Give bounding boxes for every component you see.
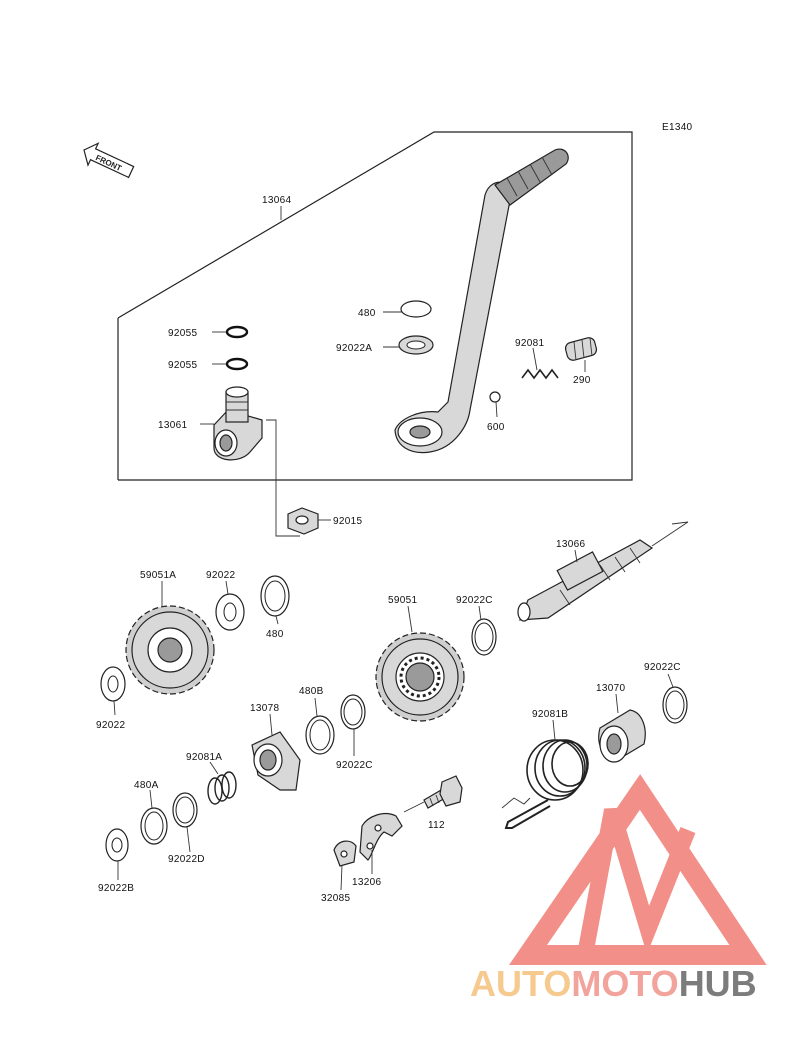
lever-grip xyxy=(494,148,569,206)
label-13064: 13064 xyxy=(262,195,291,206)
guide-13206 xyxy=(359,813,403,861)
gear-59051a xyxy=(125,605,215,695)
label-92022a: 92022A xyxy=(336,343,372,354)
lever-pivot-13061 xyxy=(213,386,263,461)
label-92055-lower: 92055 xyxy=(168,360,197,371)
front-direction-arrow: FRONT xyxy=(83,142,135,179)
label-92015: 92015 xyxy=(333,516,362,527)
label-92022-top: 92022 xyxy=(206,570,235,581)
spring-92081b xyxy=(501,739,589,829)
watermark-auto: AUTO xyxy=(470,963,571,1004)
label-92081a: 92081A xyxy=(186,752,222,763)
label-92081b: 92081B xyxy=(532,709,568,720)
label-13061: 13061 xyxy=(158,420,187,431)
collar-13070 xyxy=(598,709,646,763)
bolt-112 xyxy=(403,775,463,813)
label-92022c-right: 92022C xyxy=(644,662,681,673)
label-480-top: 480 xyxy=(358,308,376,319)
label-92055-upper: 92055 xyxy=(168,328,197,339)
nut-92015 xyxy=(287,507,319,535)
label-480-mid: 480 xyxy=(266,629,284,640)
label-13078: 13078 xyxy=(250,703,279,714)
label-32085: 32085 xyxy=(321,893,350,904)
diagram-code: E1340 xyxy=(662,122,693,133)
plate-32085 xyxy=(333,840,357,867)
kick-shaft-13066 xyxy=(517,521,689,622)
pivot-leader-line xyxy=(266,419,300,537)
label-480a: 480A xyxy=(134,780,159,791)
leader-lines xyxy=(113,206,674,891)
label-92081: 92081 xyxy=(515,338,544,349)
ball-600 xyxy=(489,391,501,403)
label-13066: 13066 xyxy=(556,539,585,550)
label-92022d: 92022D xyxy=(168,854,205,865)
label-13070: 13070 xyxy=(596,683,625,694)
label-13206: 13206 xyxy=(352,877,381,888)
circlip-480-top xyxy=(400,300,432,318)
spring-92081 xyxy=(521,368,559,380)
watermark-logo-icon xyxy=(508,774,767,965)
label-480b: 480B xyxy=(299,686,324,697)
label-600: 600 xyxy=(487,422,505,433)
label-92022b: 92022B xyxy=(98,883,134,894)
label-59051a: 59051A xyxy=(140,570,176,581)
spring-92081a xyxy=(207,771,237,805)
label-59051: 59051 xyxy=(388,595,417,606)
label-92022-left: 92022 xyxy=(96,720,125,731)
watermark-text: AUTOMOTOHUB xyxy=(470,963,757,1004)
label-92022c-mid: 92022C xyxy=(336,760,373,771)
pin-290 xyxy=(564,337,598,361)
label-290: 290 xyxy=(573,375,591,386)
o-ring-92055-upper xyxy=(225,325,249,339)
ratchet-13078 xyxy=(251,731,301,791)
watermark-hub: HUB xyxy=(679,963,757,1004)
label-92022c-top: 92022C xyxy=(456,595,493,606)
watermark-moto: MOTO xyxy=(571,963,678,1004)
kick-lever xyxy=(394,148,569,454)
lever-assembly-frame xyxy=(117,131,633,481)
label-112: 112 xyxy=(428,820,445,831)
part-labels: 13064 480 92022A 92055 92055 92081 290 1… xyxy=(96,195,681,904)
o-ring-92055-lower xyxy=(225,357,249,371)
gear-59051 xyxy=(375,632,465,722)
